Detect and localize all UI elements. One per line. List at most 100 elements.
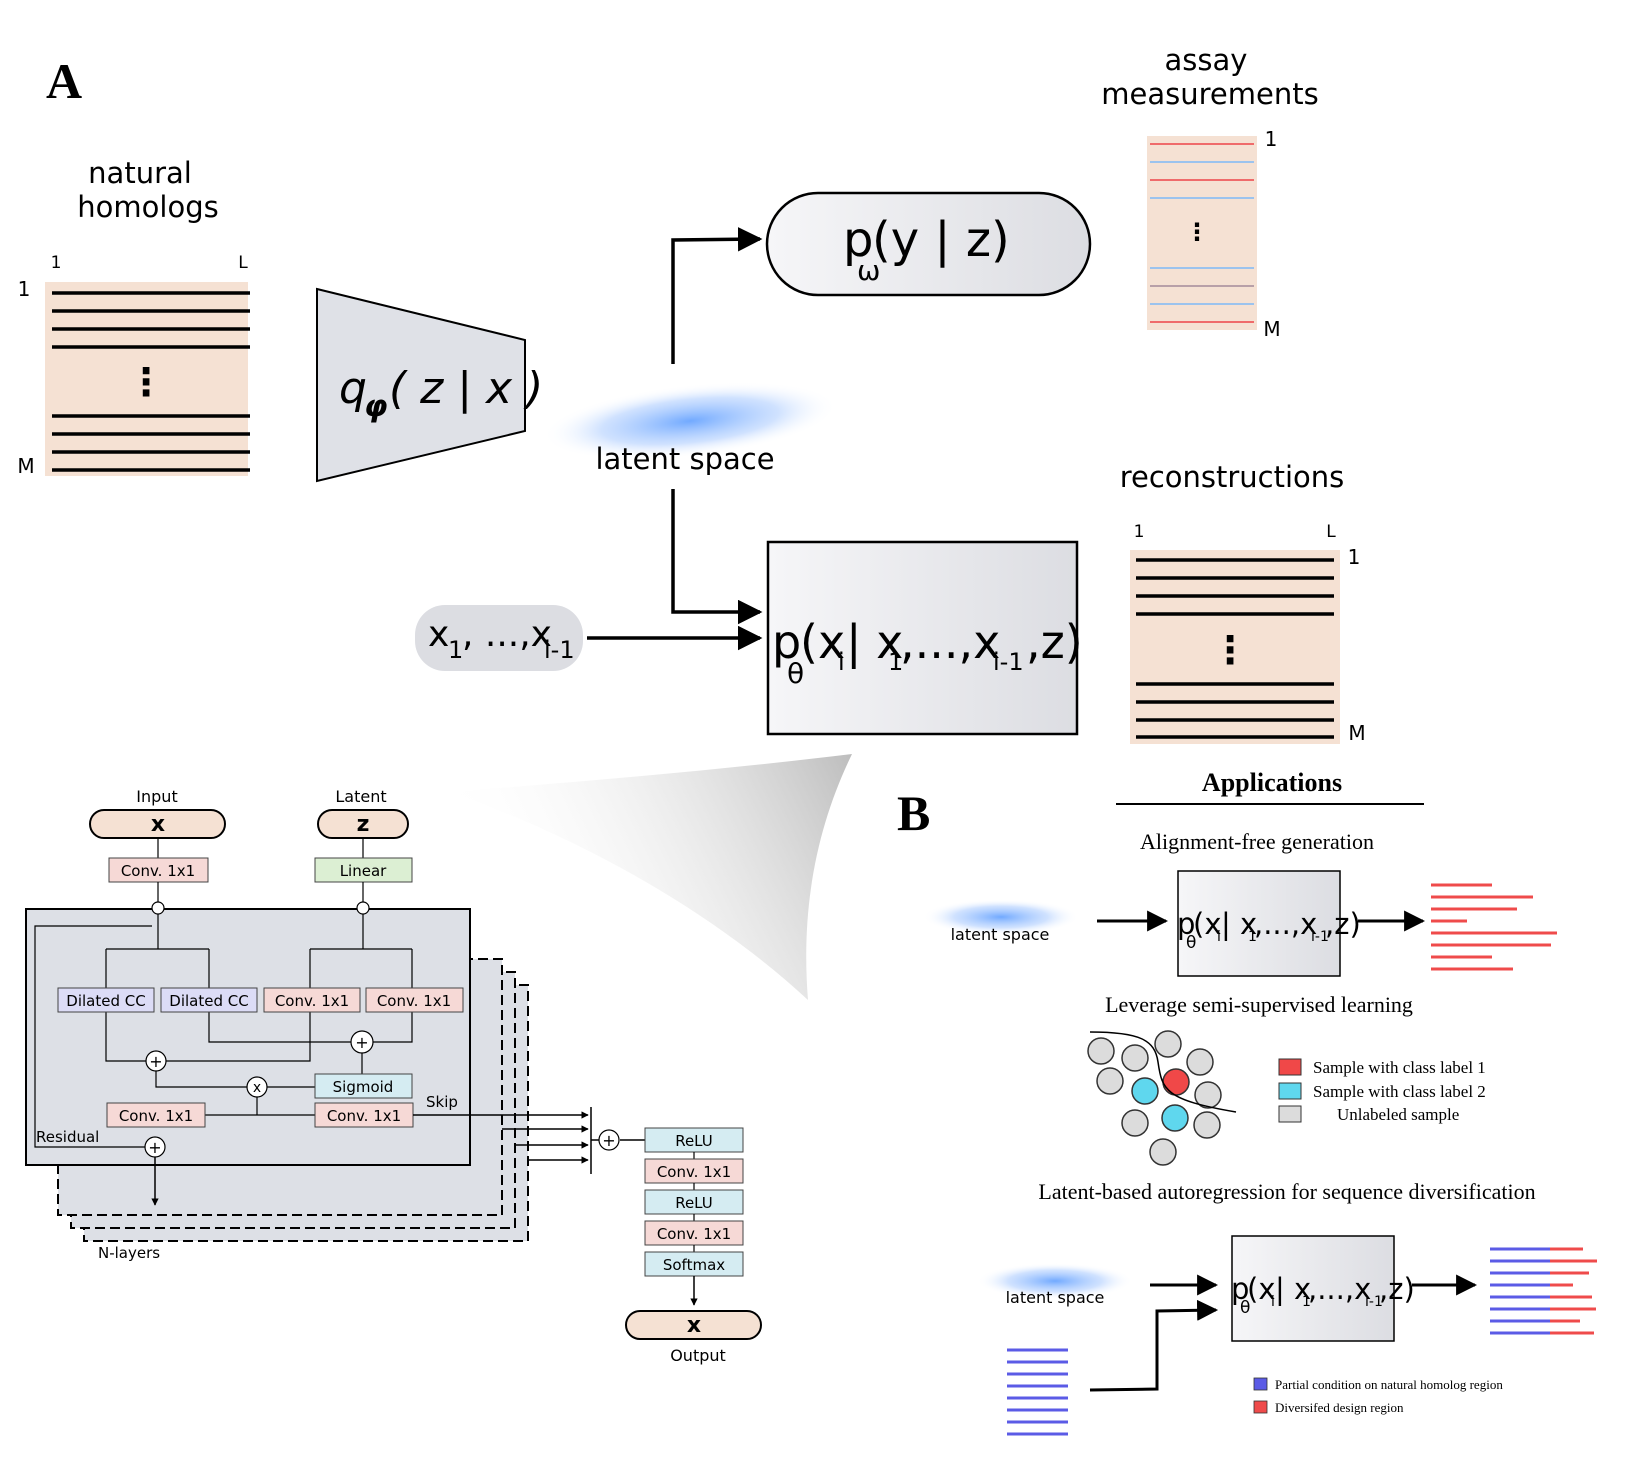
assay-row-start: 1: [1265, 127, 1278, 151]
sigmoid-label: Sigmoid: [333, 1078, 394, 1096]
generation-latent-cloud: [923, 899, 1079, 935]
legend-label-3: Unlabeled sample: [1337, 1105, 1459, 1124]
legend-cyan-swatch: [1278, 1082, 1302, 1100]
applications-heading: Applications: [1202, 768, 1342, 797]
conv-a-box: [263, 987, 361, 1013]
div-c-sub: i-1: [1365, 1294, 1383, 1310]
decoder-p: p: [772, 615, 801, 669]
plus-node-left: [145, 1050, 167, 1072]
out-relu1-box: [644, 1127, 744, 1153]
recon-matrix: [1130, 550, 1340, 744]
input-label: Input: [136, 787, 177, 806]
plus-node-residual-sign: +: [148, 1138, 161, 1157]
semi-scatter: [1087, 1030, 1222, 1166]
plus-node-upper-sign: +: [355, 1033, 368, 1052]
div-legend-label-1: Partial condition on natural homolog reg…: [1275, 1377, 1503, 1392]
context-x1: x: [428, 614, 449, 655]
homologs-lines: [52, 291, 250, 472]
homologs-row-start: 1: [18, 277, 31, 301]
panel-b-label: B: [897, 785, 930, 841]
latent-cloud: [542, 381, 838, 461]
residual-label: Residual: [36, 1128, 99, 1146]
conv-skip-label: Conv. 1x1: [327, 1107, 401, 1125]
assay-dots: ⋮: [1185, 218, 1209, 246]
predictor-args: (y | z): [872, 212, 1010, 268]
input-conv-box: [108, 857, 209, 883]
homologs-row-end: M: [17, 454, 34, 478]
recon-col-start: 1: [1134, 522, 1145, 542]
gen-p-sub: θ: [1186, 933, 1196, 953]
gen-a-sub: i: [1217, 929, 1221, 945]
decoder-c-sub: i-1: [993, 648, 1024, 676]
homologs-dots: ⋮: [127, 360, 165, 404]
generation-model-label: p θ (x i | x 1 ,...,x i-1 ,z): [1177, 907, 1361, 953]
recon-dots: ⋮: [1211, 628, 1249, 672]
div-b: | x: [1275, 1272, 1311, 1306]
diversification-title: Latent-based autoregression for sequence…: [1038, 1179, 1535, 1204]
plus-node-skip: [598, 1129, 620, 1151]
recon-row-start: 1: [1348, 545, 1361, 569]
homologs-title-line2: homologs: [77, 190, 218, 224]
gen-p: p: [1177, 907, 1195, 941]
plus-node-skip-sign: +: [602, 1131, 615, 1150]
n-layers-label: N-layers: [98, 1244, 160, 1262]
assay-lines: [1150, 143, 1254, 323]
gen-d: ,z): [1325, 907, 1361, 941]
recon-row-end: M: [1348, 721, 1365, 745]
junction-latent: [356, 901, 370, 915]
homologs-col-end: L: [238, 253, 248, 273]
output-symbol: x: [687, 1313, 701, 1338]
predictor-p: p: [843, 212, 873, 268]
skip-label: Skip: [426, 1093, 458, 1111]
output-node: [625, 1310, 762, 1340]
skip-arrows: [413, 1107, 645, 1174]
div-c: ,...,x: [1308, 1272, 1371, 1306]
junction-input: [151, 901, 165, 915]
generation-sequences: [1431, 883, 1557, 971]
div-latent-label: latent space: [1006, 1288, 1105, 1307]
decoder-a-sub: i: [838, 648, 845, 676]
out-softmax-label: Softmax: [663, 1256, 725, 1274]
times-node-sign: x: [253, 1080, 261, 1096]
homologs-title-line1: natural: [88, 156, 192, 190]
times-node: [246, 1076, 268, 1098]
sigmoid-box: [314, 1073, 413, 1099]
reconstructions-title: reconstructions: [1120, 460, 1345, 494]
latent-symbol: z: [357, 812, 370, 837]
plus-node-upper: [350, 1030, 374, 1054]
div-a: (x: [1247, 1272, 1275, 1306]
div-legend-label-2: Diversifed design region: [1275, 1400, 1404, 1415]
conv-skip-box: [314, 1102, 414, 1128]
context-label: x 1 , ...,x i-1: [428, 614, 575, 664]
decoder-a: (x: [800, 615, 845, 669]
generation-latent-label: latent space: [951, 925, 1050, 944]
decoder-label: p θ (x i | x 1 ,...,x i-1 ,z): [772, 615, 1083, 690]
encoder-sub: φ: [364, 389, 387, 424]
arrow-latent-to-predictor: [671, 227, 763, 364]
panel-a-label: A: [46, 53, 82, 109]
div-arrow-sequences: [1089, 1299, 1219, 1392]
gen-b-sub: 1: [1248, 929, 1257, 945]
conv-res-label: Conv. 1x1: [119, 1107, 193, 1125]
div-d: ,z): [1379, 1272, 1415, 1306]
plus-node-left-sign: +: [149, 1052, 162, 1071]
decoder-b-sub: 1: [888, 648, 903, 676]
predictor-pill: [765, 191, 1092, 297]
div-p: p: [1231, 1272, 1249, 1306]
gen-a: (x: [1193, 907, 1221, 941]
dilated-cc-1-label: Dilated CC: [66, 992, 145, 1010]
decoder-d: ,z): [1026, 615, 1083, 669]
generation-model-box: [1177, 870, 1341, 977]
out-conv2-box: [644, 1220, 744, 1246]
homologs-matrix: [45, 282, 248, 476]
context-mid: , ...,x: [462, 614, 552, 655]
decoder-box: [766, 540, 1079, 736]
linear-label: Linear: [340, 862, 387, 880]
encoder-trapezoid: [316, 287, 526, 483]
div-legend-red-swatch: [1253, 1400, 1268, 1414]
context-mid-sub: i-1: [544, 636, 575, 664]
gen-c: ,...,x: [1254, 907, 1317, 941]
div-legend-blue-swatch: [1253, 1377, 1268, 1391]
div-latent-cloud: [977, 1263, 1133, 1299]
decoder-c: ,...,x: [900, 615, 1000, 669]
